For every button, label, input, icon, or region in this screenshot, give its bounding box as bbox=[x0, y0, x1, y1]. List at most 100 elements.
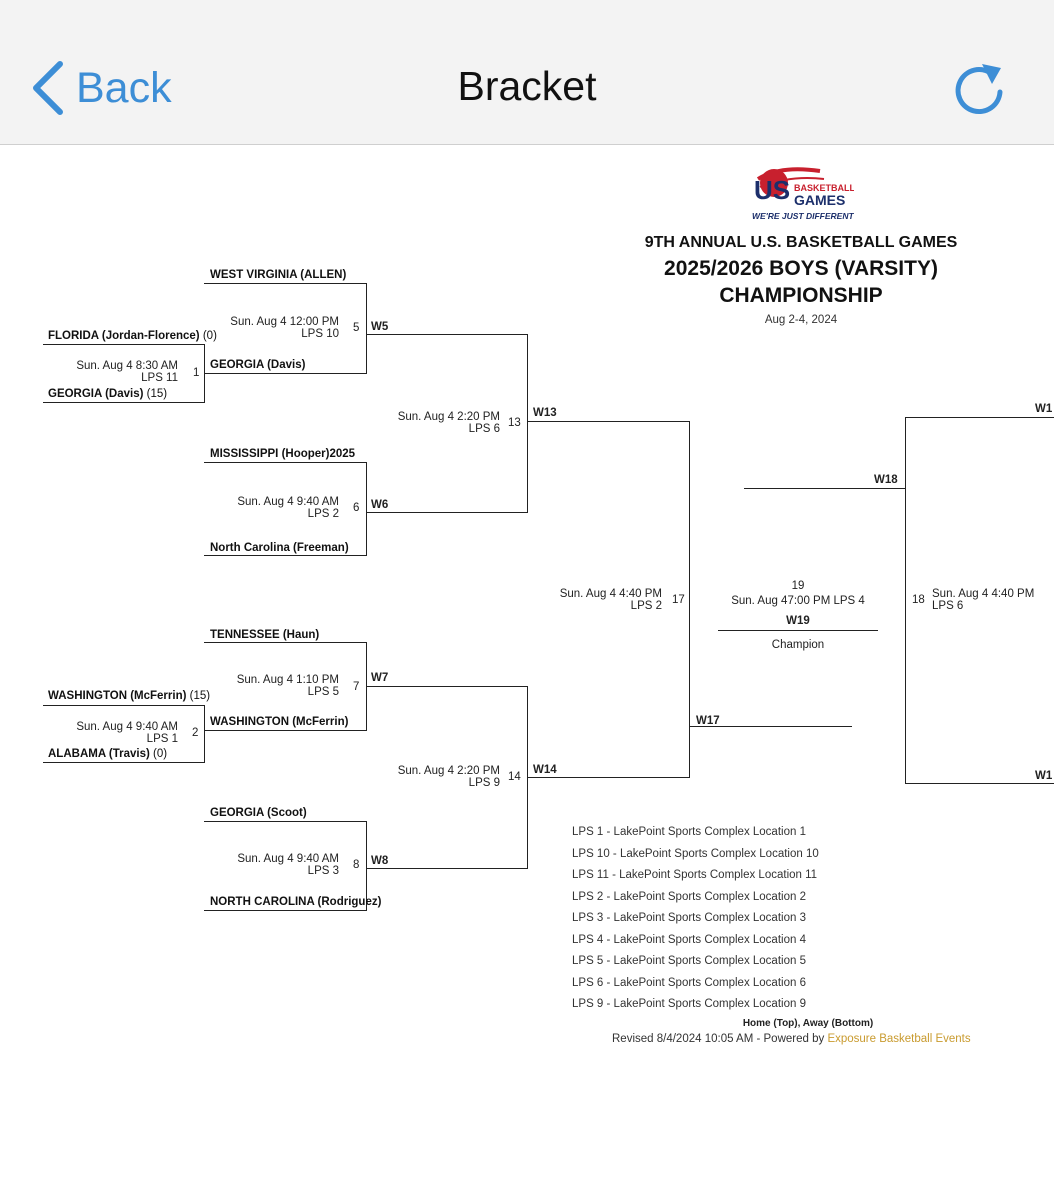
winner-label: W5 bbox=[371, 321, 389, 333]
bracket-line bbox=[204, 821, 367, 822]
team-name: GEORGIA (Davis) (15) bbox=[48, 388, 168, 400]
bracket-line bbox=[527, 334, 528, 513]
svg-text:US: US bbox=[754, 175, 790, 205]
bracket-line bbox=[43, 344, 205, 345]
game-location: LPS 6 bbox=[932, 600, 964, 612]
refresh-icon bbox=[955, 64, 1003, 114]
legend-item: LPS 11 - LakePoint Sports Complex Locati… bbox=[572, 869, 818, 881]
game-time: Sun. Aug 4 2:20 PM bbox=[397, 765, 500, 777]
game-location: LPS 10 bbox=[301, 328, 339, 340]
game-time: Sun. Aug 4 12:00 PM bbox=[230, 316, 339, 328]
bracket-line bbox=[204, 283, 367, 284]
nav-bar: Back Bracket bbox=[0, 0, 1054, 145]
game-location: LPS 6 bbox=[468, 423, 500, 435]
bracket-line bbox=[366, 334, 528, 335]
event-dates: Aug 2-4, 2024 bbox=[764, 314, 838, 326]
game-time: Sun. Aug 4 4:40 PM bbox=[559, 588, 662, 600]
bracket-line bbox=[204, 705, 205, 763]
back-button[interactable]: Back bbox=[30, 58, 172, 118]
bracket-line bbox=[43, 762, 205, 763]
bracket-line bbox=[204, 910, 367, 911]
svg-text:BASKETBALL: BASKETBALL bbox=[794, 183, 854, 193]
winner-label: W14 bbox=[533, 764, 557, 776]
champion-label: Champion bbox=[771, 639, 825, 651]
bracket-line bbox=[366, 512, 528, 513]
winner-label: W18 bbox=[874, 474, 898, 486]
game-number: 1 bbox=[193, 367, 200, 379]
bracket-line bbox=[204, 555, 367, 556]
game-number: 8 bbox=[353, 859, 360, 871]
game-number: 17 bbox=[672, 594, 685, 606]
refresh-button[interactable] bbox=[952, 58, 1008, 118]
page-title: Bracket bbox=[457, 63, 597, 109]
legend-item: LPS 5 - LakePoint Sports Complex Locatio… bbox=[572, 955, 806, 967]
team-name: FLORIDA (Jordan-Florence) (0) bbox=[48, 330, 217, 342]
bracket-line bbox=[366, 686, 528, 687]
game-time: Sun. Aug 4 4:40 PM bbox=[932, 588, 1035, 600]
game-location: LPS 1 bbox=[146, 733, 178, 745]
bracket-line bbox=[204, 373, 367, 374]
game-location: LPS 3 bbox=[307, 865, 339, 877]
game-time: Sun. Aug 4 2:20 PM bbox=[397, 411, 500, 423]
game-time: Sun. Aug 4 8:30 AM bbox=[76, 360, 178, 372]
winner-label: W13 bbox=[533, 407, 557, 419]
bracket-line bbox=[744, 488, 906, 489]
game-time: Sun. Aug 4 9:40 AM bbox=[76, 721, 178, 733]
bracket-line bbox=[905, 417, 1054, 418]
game-number: 5 bbox=[353, 322, 360, 334]
legend-item: LPS 3 - LakePoint Sports Complex Locatio… bbox=[572, 912, 806, 924]
team-name: WASHINGTON (McFerrin) (15) bbox=[48, 690, 211, 702]
bracket-line bbox=[366, 462, 367, 556]
back-label: Back bbox=[76, 63, 172, 112]
game-number: 19 bbox=[791, 580, 805, 592]
bracket-line bbox=[366, 821, 367, 911]
winner-label: W1 bbox=[1035, 403, 1053, 415]
location-legend: LPS 1 - LakePoint Sports Complex Locatio… bbox=[572, 826, 819, 1020]
legend-item: LPS 6 - LakePoint Sports Complex Locatio… bbox=[572, 976, 806, 989]
us-games-logo: US BASKETBALL GAMES WE'RE JUST DIFFERENT bbox=[750, 165, 855, 223]
revised-note: Revised 8/4/2024 10:05 AM - Powered by E… bbox=[612, 1033, 971, 1045]
powered-by-link[interactable]: Exposure Basketball Events bbox=[827, 1033, 971, 1045]
team-name: North Carolina (Freeman) bbox=[210, 542, 349, 554]
game-number: 18 bbox=[912, 594, 925, 606]
team-name: NORTH CAROLINA (Rodriguez) bbox=[210, 896, 382, 908]
bracket-line bbox=[527, 777, 690, 778]
legend-item: LPS 2 - LakePoint Sports Complex Locatio… bbox=[572, 890, 806, 903]
bracket-line bbox=[689, 421, 690, 778]
bracket-line bbox=[43, 402, 205, 403]
game-number: 14 bbox=[508, 771, 521, 783]
game-number: 13 bbox=[508, 417, 521, 429]
legend-item: LPS 4 - LakePoint Sports Complex Locatio… bbox=[572, 933, 806, 946]
winner-label: W7 bbox=[371, 672, 389, 684]
team-name: TENNESSEE (Haun) bbox=[210, 629, 320, 641]
bracket-line bbox=[204, 642, 367, 643]
game-time: Sun. Aug 47:00 PM LPS 4 bbox=[731, 595, 865, 607]
svg-text:GAMES: GAMES bbox=[794, 192, 845, 208]
game-number: 6 bbox=[353, 502, 360, 514]
winner-label: W17 bbox=[696, 715, 720, 727]
bracket-line bbox=[718, 630, 878, 631]
legend-item: LPS 10 - LakePoint Sports Complex Locati… bbox=[572, 847, 819, 860]
game-location: LPS 2 bbox=[630, 600, 662, 612]
bracket-line bbox=[527, 421, 690, 422]
chevron-left-icon bbox=[33, 61, 63, 115]
event-title: 9TH ANNUAL U.S. BASKETBALL GAMES bbox=[644, 234, 958, 251]
legend-item: LPS 1 - LakePoint Sports Complex Locatio… bbox=[572, 826, 806, 838]
bracket-line bbox=[905, 417, 906, 784]
home-away-note: Home (Top), Away (Bottom) bbox=[742, 1018, 874, 1029]
svg-text:WE'RE JUST DIFFERENT: WE'RE JUST DIFFERENT bbox=[752, 211, 854, 221]
game-location: LPS 11 bbox=[141, 372, 178, 384]
team-name: GEORGIA (Davis) bbox=[210, 359, 306, 371]
game-time: Sun. Aug 4 9:40 AM bbox=[237, 496, 339, 508]
game-location: LPS 9 bbox=[468, 777, 500, 789]
team-name: MISSISSIPPI (Hooper)2025 bbox=[210, 448, 356, 460]
game-time: Sun. Aug 4 1:10 PM bbox=[236, 674, 339, 686]
team-name: ALABAMA (Travis) (0) bbox=[48, 748, 168, 760]
team-name: GEORGIA (Scoot) bbox=[210, 807, 307, 819]
team-name: WASHINGTON (McFerrin) bbox=[210, 716, 349, 728]
winner-label: W8 bbox=[371, 855, 389, 867]
winner-label: W1 bbox=[1035, 770, 1053, 782]
game-number: 7 bbox=[353, 681, 360, 693]
game-number: 2 bbox=[192, 727, 199, 739]
bracket-line bbox=[204, 730, 367, 731]
